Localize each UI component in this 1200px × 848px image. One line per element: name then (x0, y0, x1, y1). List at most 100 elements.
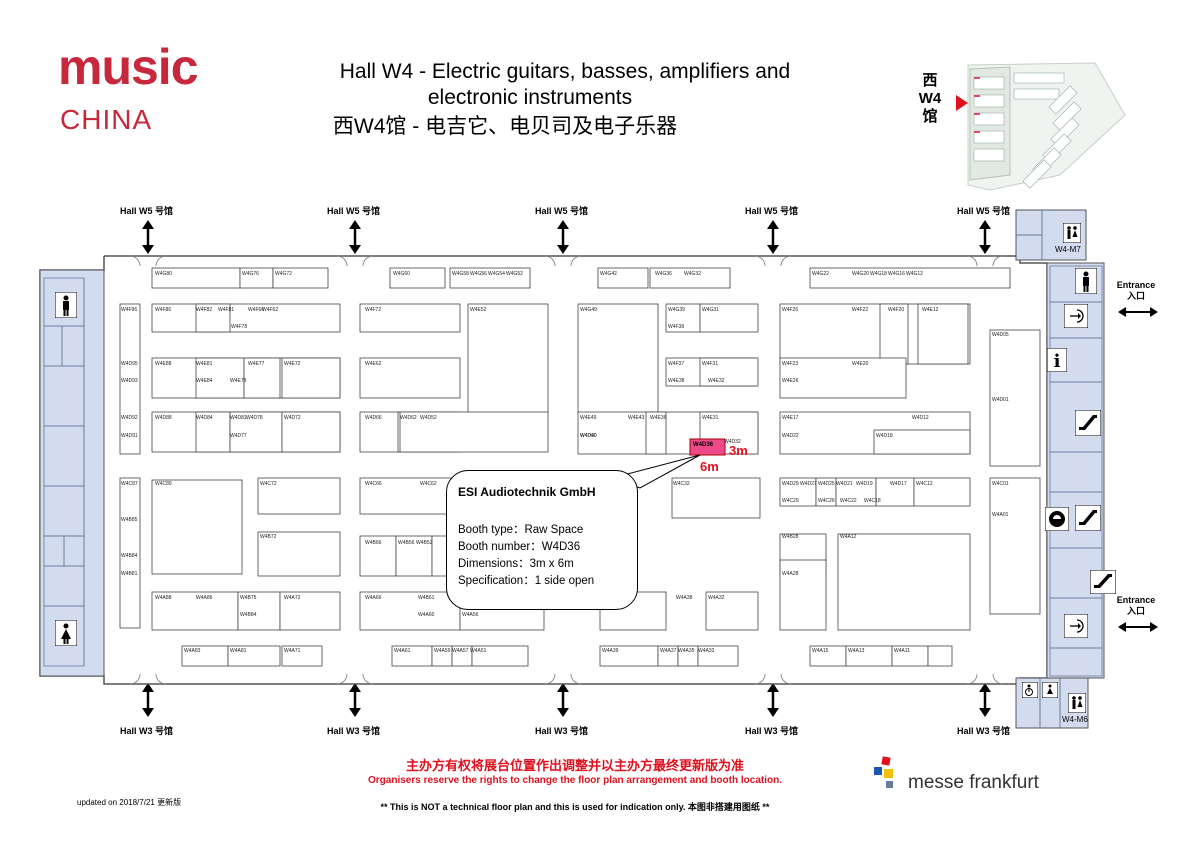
escalator-icon-2 (1075, 505, 1101, 531)
booth-block[interactable] (699, 303, 759, 333)
booth-block[interactable] (837, 533, 971, 631)
restroom-icon (1063, 223, 1081, 243)
booth-block[interactable] (873, 429, 971, 455)
entrance-bottom-label-cn: 入口 (1126, 606, 1145, 616)
booth-block[interactable] (599, 645, 659, 667)
wheelchair-icon (1022, 682, 1038, 698)
booth-block[interactable] (281, 645, 323, 667)
booth-block[interactable] (272, 267, 329, 289)
booth-block[interactable] (237, 591, 281, 631)
booth-block[interactable] (917, 303, 969, 365)
restroom-male-right-icon (1075, 268, 1097, 294)
booth-block[interactable] (279, 591, 341, 631)
booth-block[interactable] (229, 411, 283, 453)
booth-block[interactable] (657, 645, 679, 667)
hall-label-top-2: Hall W5 号馆 (327, 206, 381, 216)
booth-block[interactable] (815, 477, 837, 507)
booth-block[interactable] (677, 645, 699, 667)
booth-block[interactable] (471, 645, 529, 667)
booth-block[interactable] (927, 645, 953, 667)
music-logo: music (58, 39, 199, 95)
booth-block[interactable] (359, 477, 461, 515)
meeting-room-m7: W4-M7 (1055, 245, 1081, 254)
booth-block[interactable] (879, 303, 909, 365)
booth-block[interactable] (649, 267, 731, 289)
booth-block[interactable] (389, 267, 446, 289)
booth-block[interactable] (835, 477, 877, 507)
booth-callout: ESI Audiotechnik GmbH Booth type：Raw Spa… (446, 470, 638, 610)
booth-block[interactable] (845, 645, 893, 667)
booth-block[interactable] (779, 477, 817, 507)
booth-block[interactable] (359, 303, 461, 333)
booth-block[interactable] (257, 531, 341, 577)
hall-arrow-bottom-1-icon (142, 683, 154, 717)
booth-block[interactable] (359, 411, 401, 453)
booth-block[interactable] (597, 267, 649, 289)
highlight-depth: 6m (700, 459, 719, 474)
hall-arrow-bottom-5-icon (979, 683, 991, 717)
entrance-bottom-arrow-icon (1118, 622, 1158, 632)
booth-block[interactable] (227, 645, 281, 667)
booth-block[interactable] (181, 645, 229, 667)
hall-arrow-top-5-icon (979, 220, 991, 254)
callout-dimensions: Dimensions：3m x 6m (458, 558, 574, 570)
highlight-booth[interactable] (689, 438, 726, 456)
booth-block[interactable] (281, 411, 341, 453)
booth-block[interactable] (243, 357, 281, 399)
booth-block[interactable] (645, 411, 667, 455)
exit-icon-top (1064, 304, 1088, 328)
entrance-top-arrow-icon (1118, 307, 1158, 317)
booth-block[interactable] (809, 645, 847, 667)
callout-booth-type: Booth type：Raw Space (458, 524, 584, 536)
booth-block[interactable] (151, 479, 243, 575)
hall-arrow-top-4-icon (767, 220, 779, 254)
booth-block[interactable] (779, 357, 907, 399)
hall-arrow-top-1-icon (142, 220, 154, 254)
booth-block[interactable] (665, 303, 701, 333)
booth-block[interactable] (809, 267, 1011, 289)
hall-label-top-3: Hall W5 号馆 (535, 206, 589, 216)
messe-frankfurt-logo-icon (874, 756, 893, 788)
escalator-icon-1 (1075, 410, 1101, 436)
restroom-male-icon (55, 292, 77, 318)
booth-block[interactable] (451, 645, 473, 667)
booth-block[interactable] (891, 645, 929, 667)
booth-block[interactable] (913, 477, 971, 507)
booth-block[interactable] (395, 535, 433, 577)
locator-label-1: 西 (922, 72, 938, 89)
booth-block[interactable] (699, 357, 759, 387)
booth-block[interactable] (989, 477, 1041, 615)
booth-block[interactable] (195, 303, 231, 333)
booth-block[interactable] (151, 267, 241, 289)
title-cn: 西W4馆 - 电吉它、电贝司及电子乐器 (332, 115, 678, 138)
meeting-room-m6: W4-M6 (1062, 715, 1088, 724)
updated-date: updated on 2018/7/21 更新版 (77, 798, 182, 807)
booth-block[interactable] (671, 477, 761, 519)
booth-block[interactable] (257, 477, 341, 515)
booth-block[interactable] (467, 303, 549, 415)
booth-block[interactable] (391, 645, 433, 667)
booth-block[interactable] (779, 559, 827, 631)
booth-block[interactable] (577, 303, 659, 415)
booth-block[interactable] (119, 303, 141, 455)
locator-label-2: W4 (918, 90, 942, 107)
booth-block[interactable] (697, 645, 739, 667)
booth-block[interactable] (989, 329, 1041, 467)
booth-block[interactable] (239, 267, 274, 289)
booth-block[interactable] (449, 267, 531, 289)
booth-block[interactable] (431, 645, 453, 667)
booth-block[interactable] (119, 477, 141, 629)
china-logo: CHINA (60, 104, 153, 135)
booth-block[interactable] (359, 591, 461, 631)
booth-block[interactable] (875, 477, 915, 507)
booth-block[interactable] (281, 357, 341, 399)
booth-block[interactable] (359, 535, 397, 577)
booth-block[interactable] (151, 303, 341, 333)
hall-arrow-top-3-icon (557, 220, 569, 254)
booth-block[interactable] (151, 591, 239, 631)
booth-block[interactable] (705, 591, 759, 631)
booth-block[interactable] (195, 411, 231, 453)
booth-block[interactable] (195, 357, 245, 399)
booth-block[interactable] (399, 411, 549, 453)
booth-block[interactable] (359, 357, 461, 399)
